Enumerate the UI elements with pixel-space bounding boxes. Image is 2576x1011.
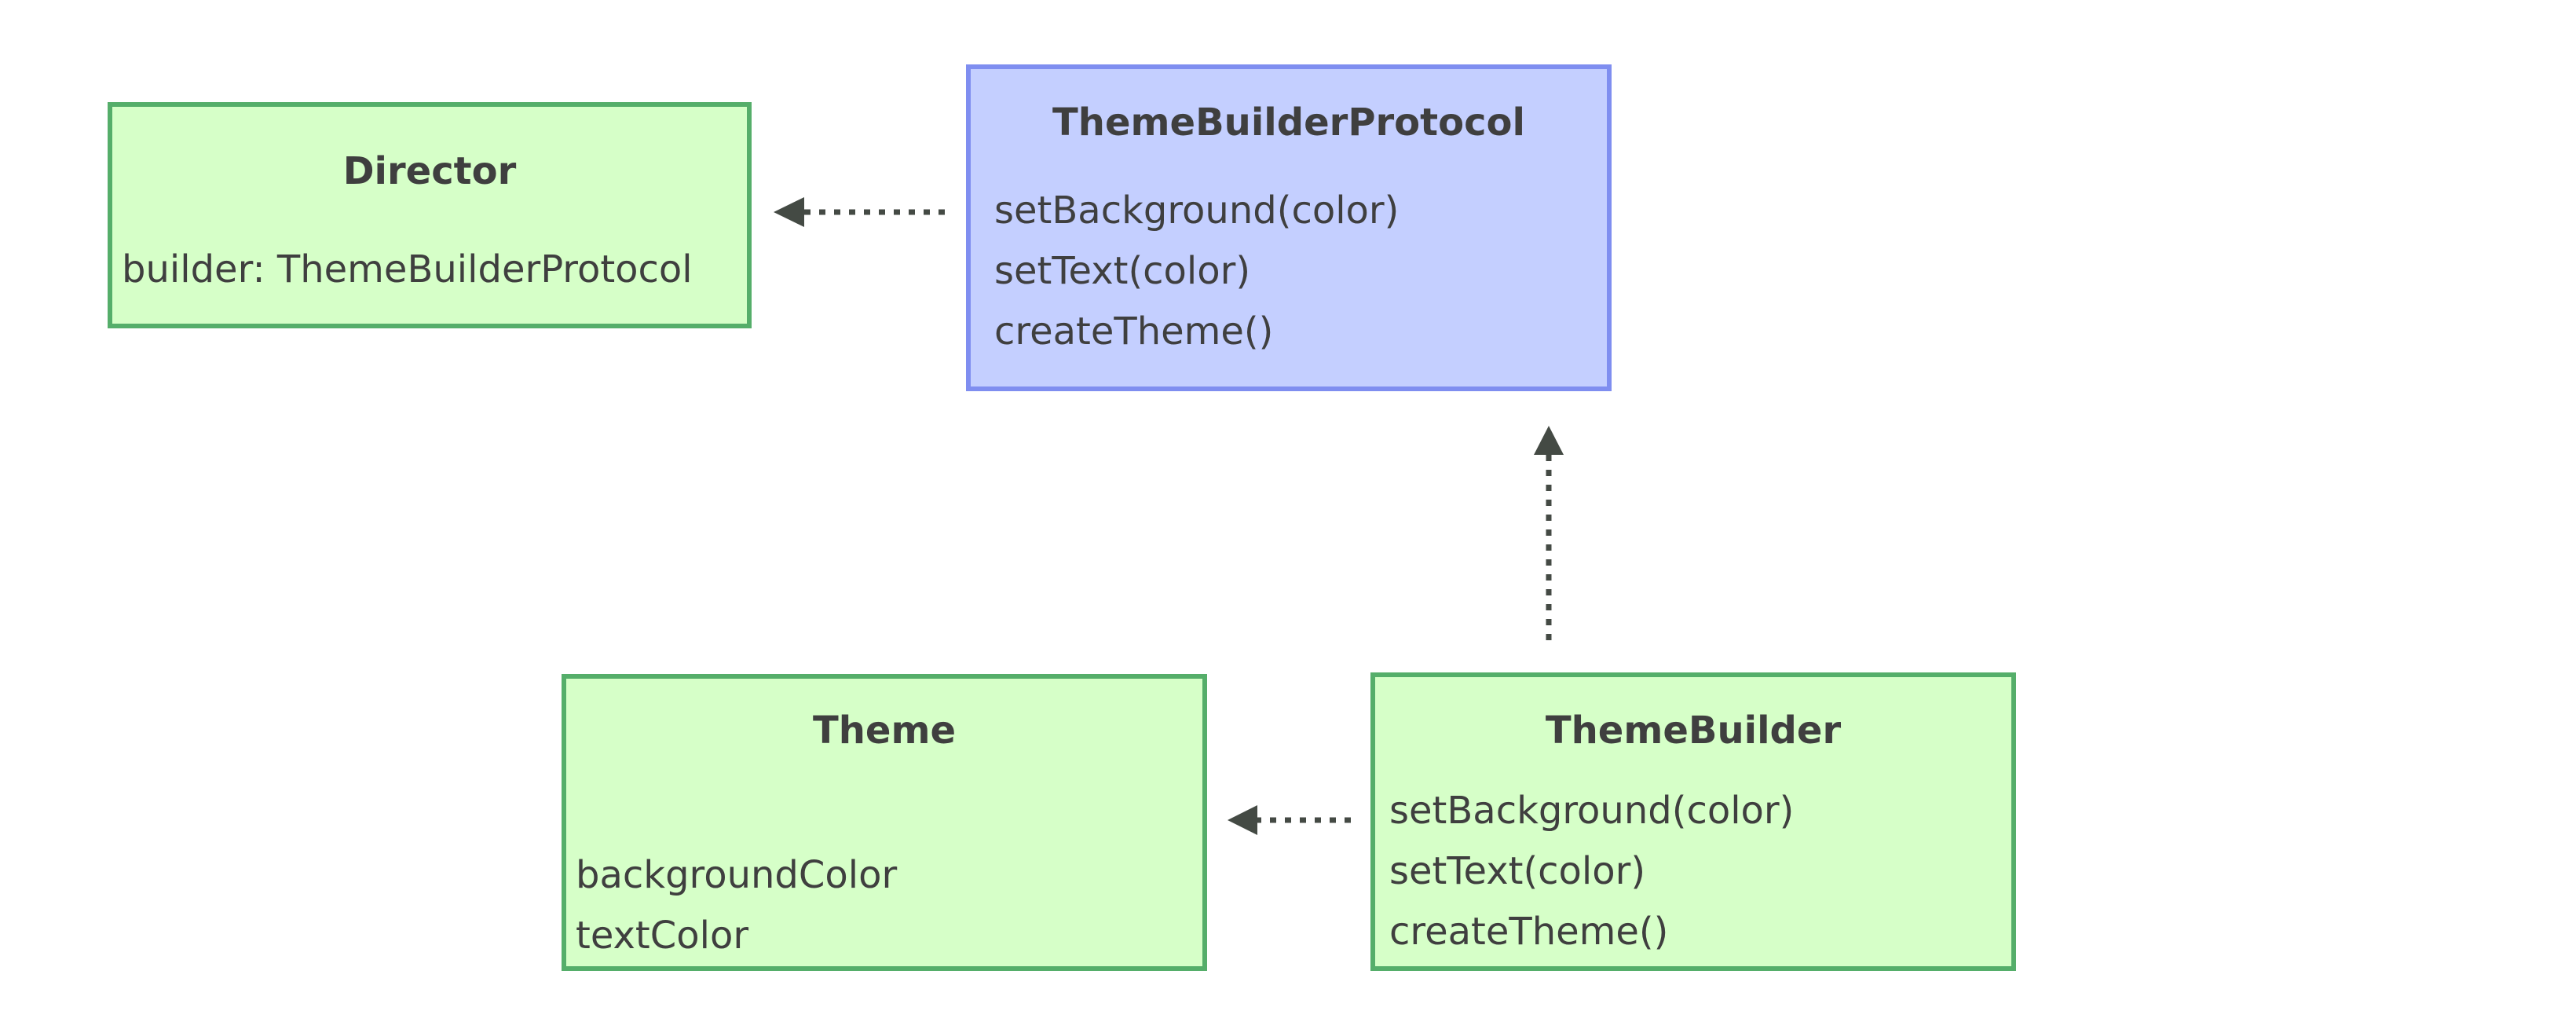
director-class-title: Director: [342, 149, 517, 193]
director-builder-property: builder: ThemeBuilderProtocol: [122, 247, 693, 291]
theme-property-text-color: textColor: [576, 914, 749, 958]
arrow-protocol-to-director: [774, 197, 945, 227]
arrow-builder-to-theme: [1228, 805, 1351, 835]
theme-builder-class-title: ThemeBuilder: [1545, 709, 1842, 753]
arrow-builder-to-protocol: [1534, 426, 1564, 640]
theme-builder-protocol-title: ThemeBuilderProtocol: [1052, 101, 1525, 145]
builder-method-set-background: setBackground(color): [1389, 789, 1795, 833]
builder-method-set-text: setText(color): [1389, 849, 1646, 893]
theme-class-title: Theme: [812, 709, 957, 753]
protocol-method-set-text: setText(color): [994, 249, 1251, 293]
director-class-box: Director builder: ThemeBuilderProtocol: [108, 102, 752, 328]
builder-method-create-theme: createTheme(): [1389, 910, 1669, 954]
theme-builder-class-box: ThemeBuilder setBackground(color) setTex…: [1370, 672, 2016, 971]
theme-property-background-color: backgroundColor: [576, 853, 898, 897]
protocol-method-set-background: setBackground(color): [994, 189, 1400, 233]
theme-class-box: Theme backgroundColor textColor: [562, 674, 1207, 971]
protocol-method-create-theme: createTheme(): [994, 310, 1274, 353]
theme-builder-protocol-box: ThemeBuilderProtocol setBackground(color…: [966, 64, 1612, 391]
